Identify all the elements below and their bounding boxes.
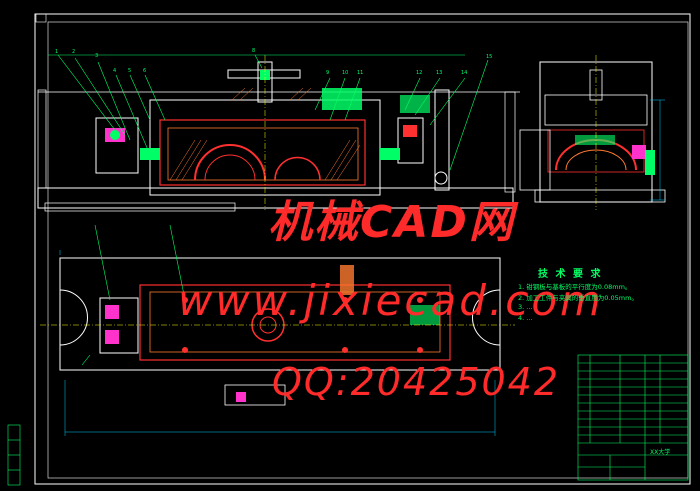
tech-requirement-line: 3. ... (518, 303, 533, 311)
svg-text:15: 15 (486, 54, 492, 60)
svg-text:11: 11 (357, 70, 363, 76)
tech-requirement-line: 2. 加工工件与夹具的垂直度为0.05mm。 (518, 294, 638, 302)
tech-requirements-title: 技 术 要 求 (538, 269, 603, 280)
svg-text:9: 9 (326, 70, 329, 76)
svg-text:5: 5 (128, 68, 131, 74)
watermark-url: www.jixiecad.com (178, 276, 604, 325)
svg-text:13: 13 (436, 70, 442, 76)
svg-text:6: 6 (143, 68, 146, 74)
inner-frame (47, 21, 689, 479)
front-view (37, 55, 520, 212)
tech-requirement-line: 1. 钳钢板与基板的平行度为0.08mm。 (518, 283, 632, 291)
title-block (577, 354, 689, 481)
side-view (519, 55, 666, 210)
svg-text:10: 10 (342, 70, 348, 76)
tech-requirement-line: 4. ... (518, 314, 533, 322)
top-view (40, 224, 515, 436)
svg-text:8: 8 (252, 48, 255, 54)
svg-text:4: 4 (113, 68, 116, 74)
title-block-school: XX大学 (650, 449, 671, 456)
front-view-leaders (48, 54, 489, 171)
watermark-qq: QQ:20425042 (272, 360, 561, 404)
svg-text:1: 1 (55, 49, 58, 55)
watermark-site-name: 机械CAD网 (268, 197, 515, 248)
drawing-border (34, 13, 691, 485)
left-zone-marks (7, 424, 21, 486)
svg-text:3: 3 (95, 53, 98, 59)
corner-mark (35, 13, 47, 23)
svg-text:12: 12 (416, 70, 422, 76)
svg-text:14: 14 (461, 70, 467, 76)
svg-text:2: 2 (72, 49, 75, 55)
